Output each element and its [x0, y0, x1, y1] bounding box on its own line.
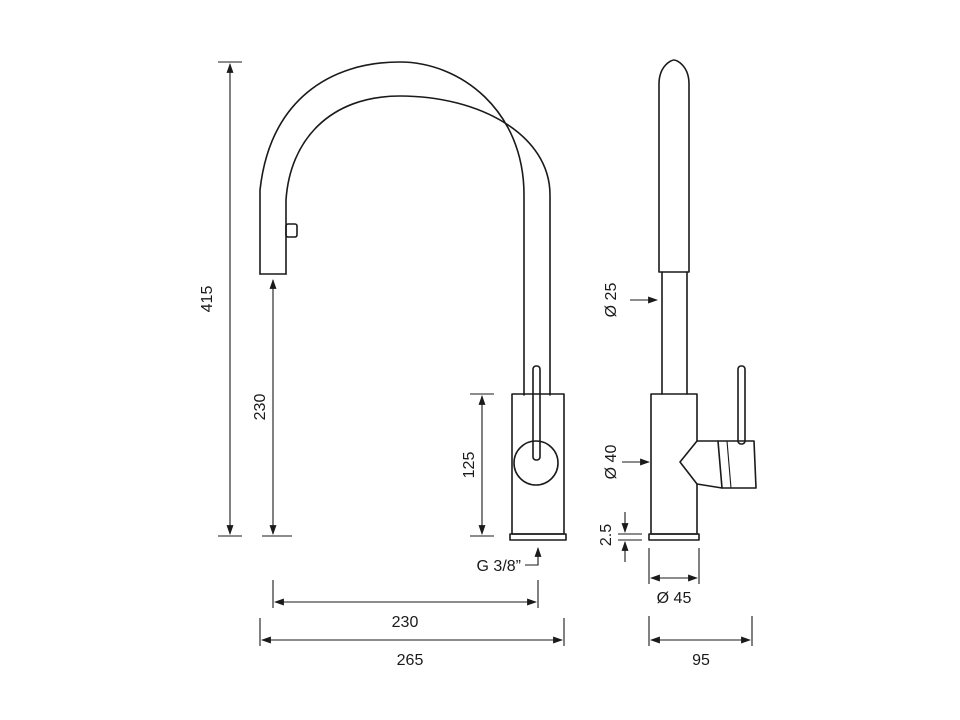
- side-handle-cap: [717, 440, 757, 489]
- dim-total-depth: 265: [397, 652, 424, 669]
- side-view: [648, 59, 757, 541]
- pullout-button: [285, 223, 298, 238]
- side-body: [650, 393, 698, 535]
- dimension-labels: 415 230 125 G 3/8” 230 265 Ø 25 Ø 40 2.5…: [199, 283, 710, 669]
- front-handle-knob: [513, 440, 559, 486]
- dim-body-height: 125: [461, 452, 478, 479]
- front-base: [509, 533, 567, 541]
- dim-connection: G 3/8”: [477, 558, 521, 575]
- side-base: [648, 533, 700, 541]
- dim-spout-reach: 230: [392, 614, 419, 631]
- dim-spout-diameter: Ø 25: [603, 283, 620, 318]
- side-handle-body: [696, 440, 723, 489]
- dim-spout-height: 230: [252, 394, 269, 421]
- side-handle-split: [726, 440, 732, 489]
- front-view: [259, 61, 567, 541]
- side-handle-lever: [737, 365, 746, 445]
- dim-side-width: 95: [692, 652, 710, 669]
- dim-base-thickness: 2.5: [598, 524, 615, 546]
- side-spout-stem: [661, 271, 688, 395]
- side-spout-head: [658, 59, 690, 273]
- front-body: [511, 393, 565, 535]
- front-handle-lever: [532, 365, 541, 461]
- dim-total-height: 415: [199, 286, 216, 313]
- dim-base-diameter: Ø 45: [657, 590, 692, 607]
- dimension-lines: [218, 61, 753, 646]
- spout-inner: [285, 95, 551, 396]
- dim-body-diameter: Ø 40: [603, 445, 620, 480]
- spout-outer: [259, 61, 525, 396]
